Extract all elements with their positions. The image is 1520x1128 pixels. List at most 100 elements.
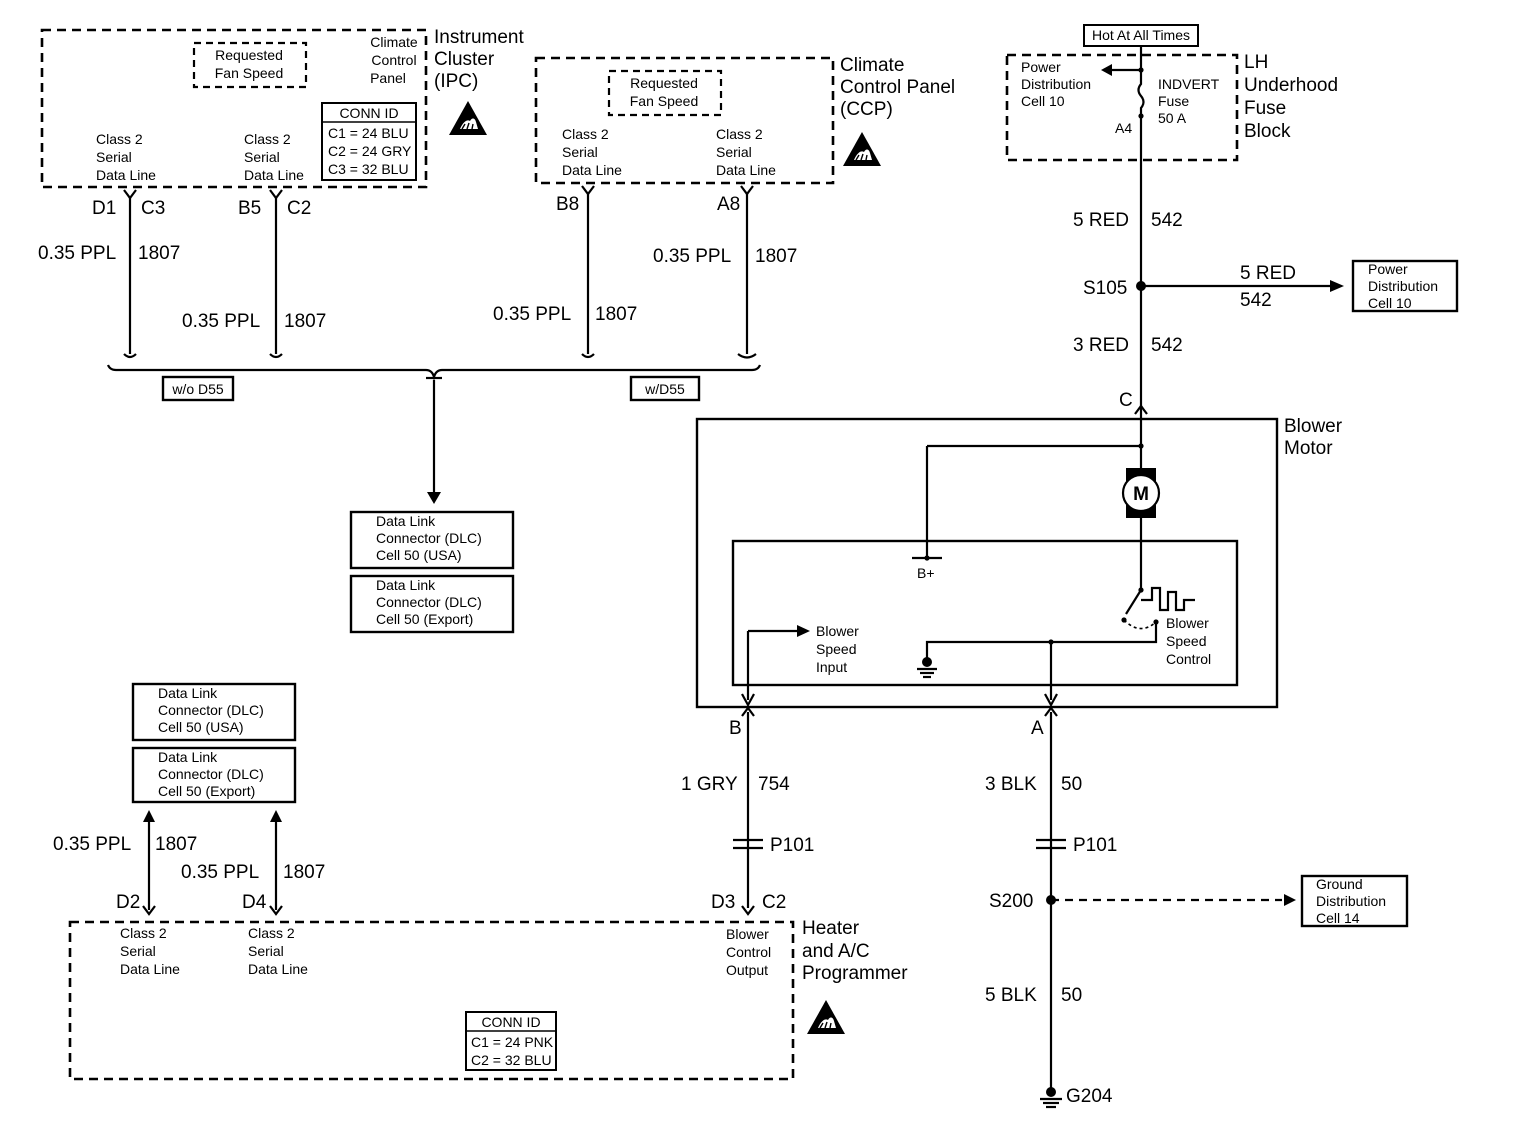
ref-line: Connector (DLC): [376, 530, 482, 546]
speed-input-label: Blower: [816, 623, 859, 639]
lower-data-wires: [142, 810, 283, 916]
ref-line: Cell 50 (Export): [376, 611, 473, 627]
wire-circuit-label: 754: [758, 774, 790, 795]
ccp-title-1: Climate: [840, 55, 904, 76]
blower-output-label: Output: [726, 962, 768, 978]
prog-data-line-2: Class 2: [248, 925, 295, 941]
blower-pin-b: B: [729, 718, 742, 739]
prog-pin-d3: D3: [711, 892, 735, 913]
ccp-data-line-2: Class 2: [716, 126, 763, 142]
speed-control-label: Speed: [1166, 633, 1206, 649]
ref-line: Cell 50 (USA): [158, 719, 244, 735]
fuse-label: 50 A: [1158, 110, 1187, 126]
power-feed: [1134, 116, 1344, 415]
ipc-data-line-1: Class 2: [96, 131, 143, 147]
programmer-title: Programmer: [802, 963, 908, 984]
wire-circuit-label: 1807: [155, 834, 197, 855]
prog-data-line-2b: Serial: [248, 943, 284, 959]
wire-size-label: 1 GRY: [681, 774, 738, 795]
wire-size-label: 5 RED: [1240, 263, 1296, 284]
ccp-title-3: (CCP): [840, 99, 893, 120]
prog-pin-d4: D4: [242, 892, 267, 913]
internal-ground-icon: [917, 657, 937, 679]
ref-line: Cell 50 (Export): [158, 783, 255, 799]
motor-icon: M: [1121, 468, 1161, 518]
wire-size-label: 5 RED: [1073, 210, 1129, 231]
programmer-title: and A/C: [802, 941, 870, 962]
fuse-pin-a4: A4: [1115, 120, 1132, 136]
wire-size-label: 0.35 PPL: [38, 243, 116, 264]
esd-warning-icon: [842, 131, 882, 167]
prog-data-line-1: Class 2: [120, 925, 167, 941]
ipc-data-line-1c: Data Line: [96, 167, 156, 183]
p101-connector-a: [1036, 838, 1066, 850]
option-without-d55: w/o D55: [161, 375, 235, 402]
wire-circuit-label: 1807: [595, 304, 637, 325]
wire-circuit-label: 50: [1061, 985, 1082, 1006]
fuse-block-title: LH: [1244, 52, 1268, 73]
fuse-label: Fuse: [1158, 93, 1189, 109]
fuse-block-title: Fuse: [1244, 98, 1286, 119]
ref-line: Connector (DLC): [376, 594, 482, 610]
ref-line: Distribution: [1368, 278, 1438, 294]
prog-conn-id-row: C1 = 24 PNK: [471, 1034, 554, 1050]
wire-size-label: 0.35 PPL: [181, 862, 259, 883]
ccp-title-2: Control Panel: [840, 77, 955, 98]
ref-line: Connector (DLC): [158, 702, 264, 718]
wire-circuit-label: 50: [1061, 774, 1082, 795]
ipc-data-line-2b: Serial: [244, 149, 280, 165]
prog-conn-id-title: CONN ID: [481, 1014, 540, 1030]
ipc-panel-label-3: Panel: [370, 70, 406, 86]
b-plus-label: B+: [917, 565, 935, 581]
wire-size-label: 3 BLK: [985, 774, 1037, 795]
ground-g204: G204: [1066, 1086, 1113, 1107]
ipc-pin-d1: D1: [92, 198, 116, 219]
prog-data-line-2c: Data Line: [248, 961, 308, 977]
wire-size-label: 0.35 PPL: [182, 311, 260, 332]
fuse-power-dist: Distribution: [1021, 76, 1091, 92]
ipc-data-line-2: Class 2: [244, 131, 291, 147]
ipc-conn-id-row: C1 = 24 BLU: [328, 125, 409, 141]
prog-pin-c2: C2: [762, 892, 786, 913]
ref-line: Power: [1368, 261, 1408, 277]
esd-warning-icon: [806, 999, 846, 1035]
ipc-pin-c3: C3: [141, 198, 165, 219]
ref-line: Distribution: [1316, 893, 1386, 909]
ground-g204-icon: [1040, 1087, 1062, 1109]
ipc-conn-id-table: CONN ID C1 = 24 BLU C2 = 24 GRY C3 = 32 …: [321, 102, 417, 181]
wire-size-label: 0.35 PPL: [493, 304, 571, 325]
wire-circuit-label: 1807: [138, 243, 180, 264]
wire-circuit-label: 1807: [755, 246, 797, 267]
upper-data-wires: [106, 185, 762, 504]
fuse-power-dist: Power: [1021, 59, 1061, 75]
ccp-pin-b8: B8: [556, 194, 579, 215]
ipc-conn-id-title: CONN ID: [339, 105, 398, 121]
ccp-data-line-2b: Serial: [716, 144, 752, 160]
speed-input-label: Speed: [816, 641, 856, 657]
wire-size-label: 0.35 PPL: [53, 834, 131, 855]
ref-line: Data Link: [158, 749, 218, 765]
option-with-d55: w/D55: [629, 375, 701, 402]
